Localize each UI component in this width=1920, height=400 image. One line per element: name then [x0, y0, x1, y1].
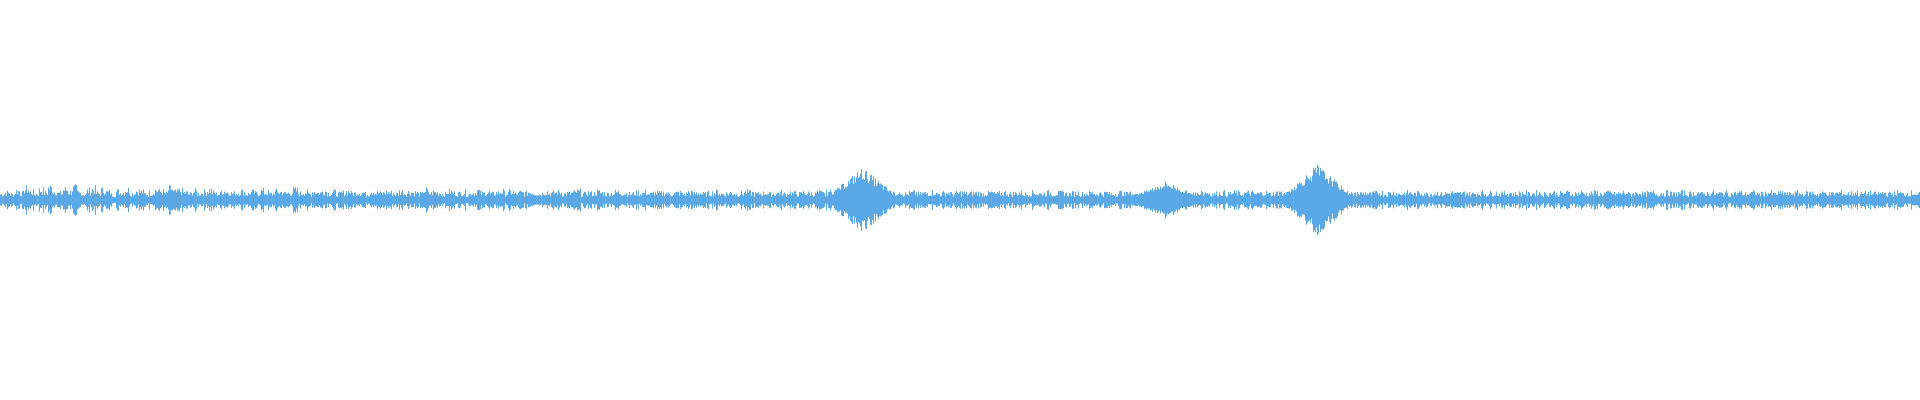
- audio-waveform: [0, 164, 1920, 236]
- waveform-svg: [0, 164, 1920, 236]
